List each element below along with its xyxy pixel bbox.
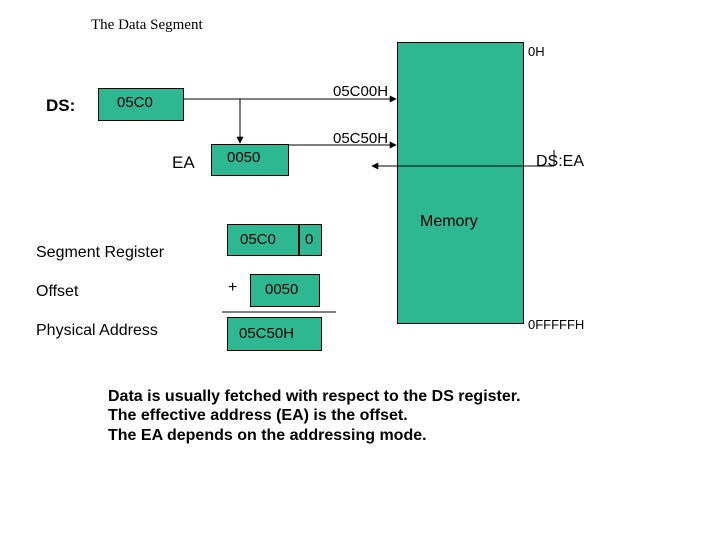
note-line-3: The EA depends on the addressing mode. — [108, 427, 427, 444]
ds-register-box — [98, 88, 184, 121]
calc-shift-box — [299, 224, 322, 256]
offset-label: Offset — [36, 283, 79, 300]
ea-register-box — [211, 144, 289, 176]
ea-register-value: 0050 — [227, 149, 261, 166]
memory-end-address: 0FFFFFH — [528, 317, 585, 332]
physical-address-label: Physical Address — [36, 322, 158, 339]
memory-block — [397, 42, 524, 324]
memory-label: Memory — [420, 213, 478, 230]
memory-top-address: 0H — [528, 44, 545, 59]
calc-segment-box — [227, 224, 299, 256]
plus-sign: + — [228, 279, 238, 296]
data-address: 05C50H — [333, 130, 389, 147]
ds-label: DS: — [46, 96, 76, 115]
calc-physical-value: 05C50H — [239, 325, 295, 342]
note-line-1: Data is usually fetched with respect to … — [108, 388, 521, 405]
calc-offset-box — [250, 274, 320, 307]
calc-segment-value: 05C0 — [240, 231, 276, 248]
ea-label: EA — [172, 153, 195, 172]
calc-physical-box — [227, 317, 322, 351]
calc-offset-value: 0050 — [265, 281, 299, 298]
note-line-2: The effective address (EA) is the offset… — [108, 407, 408, 424]
page-title: The Data Segment — [91, 17, 203, 33]
segment-register-label: Segment Register — [36, 244, 165, 261]
calc-shift-digit: 0 — [305, 231, 314, 248]
ds-register-value: 05C0 — [117, 94, 153, 111]
segment-start-address: 05C00H — [333, 83, 389, 100]
